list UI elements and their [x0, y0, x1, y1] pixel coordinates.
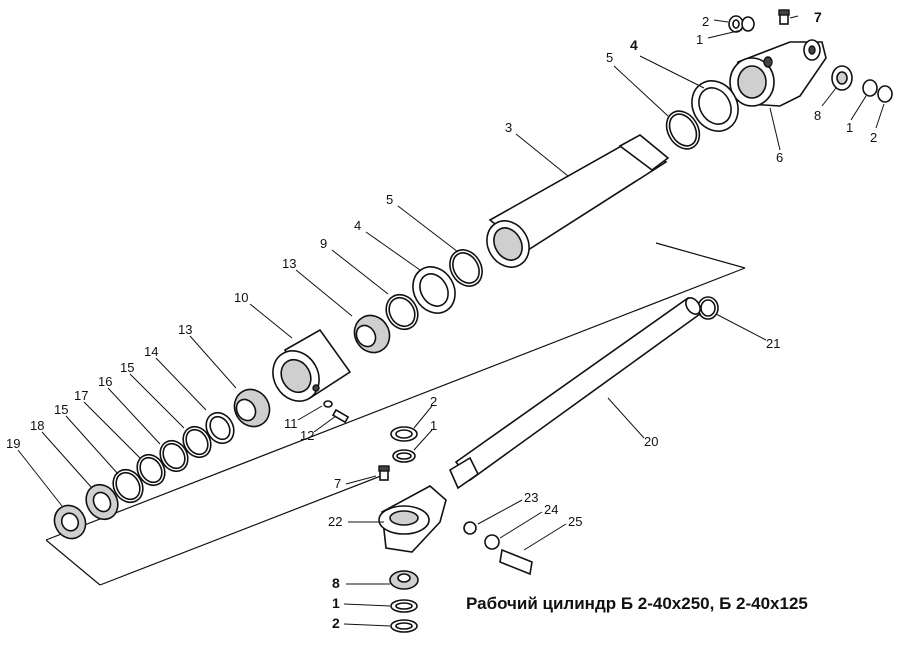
rings-14-to-19 — [53, 411, 235, 540]
leader-lines — [17, 15, 885, 627]
label-4-top: 4 — [630, 37, 638, 53]
label-5-top: 5 — [606, 50, 613, 65]
part-5-lower-oring — [449, 249, 483, 287]
label-14: 14 — [144, 344, 158, 359]
label-3: 3 — [505, 120, 512, 135]
label-7-rod: 7 — [334, 476, 341, 491]
label-5-mid: 5 — [386, 192, 393, 207]
label-8-bottom: 8 — [332, 575, 340, 591]
label-24: 24 — [544, 502, 558, 517]
label-2-right: 2 — [870, 130, 877, 145]
label-15-lower: 15 — [54, 402, 68, 417]
label-13-lower: 13 — [178, 322, 192, 337]
label-2-rod: 2 — [430, 394, 437, 409]
part-20-piston-rod — [448, 296, 702, 490]
part-4-upper-ring — [691, 80, 739, 132]
label-1-bottom: 1 — [332, 595, 340, 611]
head-small-parts — [728, 9, 893, 103]
part-labels: 2 1 7 8 1 2 4 5 6 3 5 4 9 13 10 13 14 15… — [6, 9, 877, 631]
label-11: 11 — [284, 416, 298, 431]
label-4-mid: 4 — [354, 218, 361, 233]
label-15-upper: 15 — [120, 360, 134, 375]
label-12: 12 — [300, 428, 314, 443]
label-9: 9 — [320, 236, 327, 251]
label-25: 25 — [568, 514, 582, 529]
part-13-lower-bushing — [233, 388, 271, 428]
part-3-cylinder-tube — [486, 134, 670, 268]
label-20: 20 — [644, 434, 658, 449]
label-2-bottom: 2 — [332, 615, 340, 631]
part-22-rod-eye — [378, 485, 447, 553]
part-21-ring — [697, 296, 719, 320]
label-22: 22 — [328, 514, 342, 529]
label-8-top: 8 — [814, 108, 821, 123]
part-11-12-screw — [323, 400, 350, 424]
part-9-ring — [385, 293, 419, 331]
part-13-upper-bushing — [353, 314, 391, 354]
diagram-caption: Рабочий цилиндр Б 2-40x250, Б 2-40x125 — [466, 594, 808, 613]
label-17: 17 — [74, 388, 88, 403]
label-1-top: 1 — [696, 32, 703, 47]
label-2-top: 2 — [702, 14, 709, 29]
label-7-top: 7 — [814, 9, 822, 25]
label-1-right: 1 — [846, 120, 853, 135]
rod-eye-small-parts — [378, 426, 533, 633]
label-13-upper: 13 — [282, 256, 296, 271]
label-23: 23 — [524, 490, 538, 505]
label-21: 21 — [766, 336, 780, 351]
part-10-piston — [272, 328, 352, 402]
label-19: 19 — [6, 436, 20, 451]
assembly-axis-lines — [45, 242, 746, 586]
label-6: 6 — [776, 150, 783, 165]
label-18: 18 — [30, 418, 44, 433]
label-16: 16 — [98, 374, 112, 389]
label-10: 10 — [234, 290, 248, 305]
part-6-head-eye — [729, 39, 827, 107]
part-5-upper-oring — [665, 110, 701, 150]
label-1-rod: 1 — [430, 418, 437, 433]
part-4-lower-ring — [412, 266, 456, 314]
